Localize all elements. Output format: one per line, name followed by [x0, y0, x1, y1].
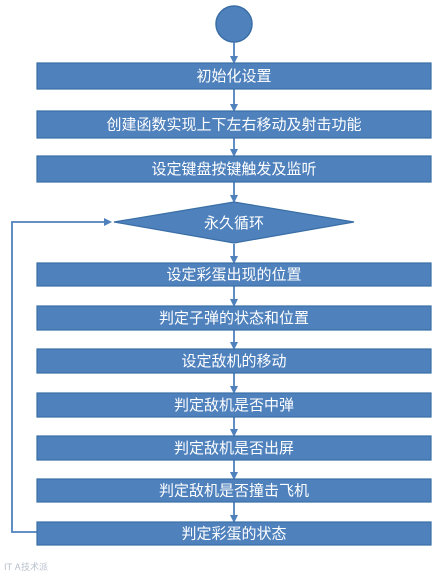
step-box-enemy-move	[36, 348, 432, 374]
loop-label: 永久循环	[204, 214, 264, 232]
step-box-enemy-hit	[36, 392, 432, 418]
step-box-bullet-state	[36, 305, 432, 331]
step-label-enemy-offscreen: 判定敌机是否出屏	[174, 439, 294, 457]
step-label-create-functions: 创建函数实现上下左右移动及射击功能	[106, 116, 361, 134]
step-label-enemy-collide: 判定敌机是否撞击飞机	[159, 482, 309, 500]
watermark: IT Ꭺ技术派	[4, 563, 49, 573]
step-box-egg-position	[36, 262, 432, 287]
step-box-egg-state	[36, 521, 432, 546]
step-box-enemy-collide	[36, 478, 432, 503]
step-box-keyboard	[36, 155, 432, 183]
step-box-create-functions	[36, 110, 432, 139]
step-label-init: 初始化设置	[196, 67, 271, 85]
start-node	[215, 5, 253, 43]
loop-diamond	[113, 201, 355, 244]
step-box-enemy-offscreen	[36, 435, 432, 461]
step-label-enemy-move: 设定敌机的移动	[181, 352, 286, 370]
step-label-keyboard: 设定键盘按键触发及监听	[151, 160, 316, 178]
step-boxes	[36, 62, 432, 546]
step-labels: 初始化设置 创建函数实现上下左右移动及射击功能 设定键盘按键触发及监听 永久循环…	[106, 67, 361, 543]
step-label-bullet-state: 判定子弹的状态和位置	[159, 309, 309, 327]
step-label-enemy-hit: 判定敌机是否中弹	[174, 396, 294, 414]
step-label-egg-state: 判定彩蛋的状态	[181, 525, 286, 543]
step-label-egg-position: 设定彩蛋出现的位置	[166, 266, 301, 284]
step-box-init	[36, 62, 432, 90]
